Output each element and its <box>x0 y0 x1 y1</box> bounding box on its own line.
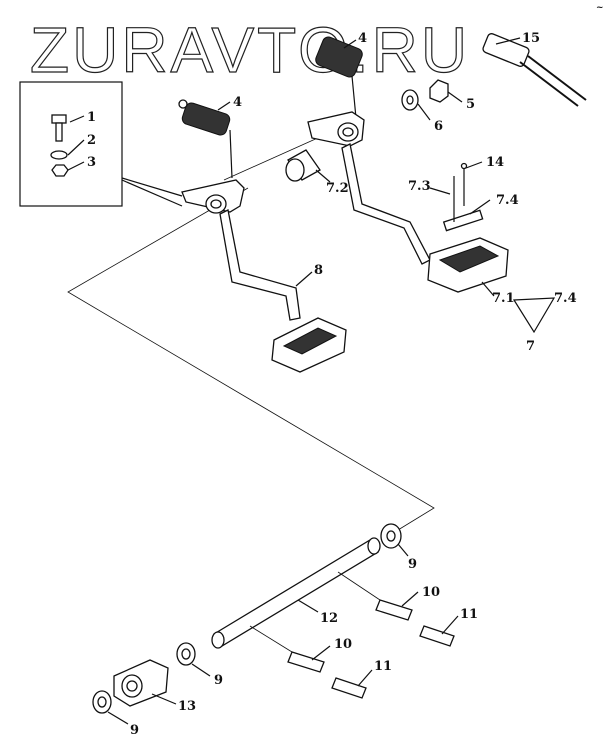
washer-icon <box>50 150 68 160</box>
watermark-text: ZURAVTO.RU <box>30 14 470 86</box>
callout-12: 12 <box>320 611 338 626</box>
cross-shaft <box>211 537 381 649</box>
callout-11-bottom: 11 <box>374 659 392 674</box>
pin-11a-icon <box>419 625 455 647</box>
callout-10-top: 10 <box>422 585 440 600</box>
washer-9c-icon <box>92 690 112 714</box>
callout-14: 14 <box>486 155 504 170</box>
spring-right-icon <box>315 36 363 119</box>
callout-4-left: 4 <box>233 95 242 110</box>
callout-7-3: 7.3 <box>408 179 431 194</box>
leader-lines <box>67 37 521 725</box>
callout-6: 6 <box>434 119 443 134</box>
part-15-icon <box>482 33 587 107</box>
washer-9a-icon <box>380 523 402 549</box>
pin-10a-icon <box>375 599 413 621</box>
assembly-guide-line <box>67 187 435 531</box>
lever-13-icon <box>113 659 169 707</box>
callout-4-right: 4 <box>358 31 367 46</box>
grouping-triangle <box>512 297 556 334</box>
callout-7: 7 <box>526 339 535 354</box>
pin-11b-icon <box>331 677 367 699</box>
callout-7-2: 7.2 <box>326 181 349 196</box>
callout-9-top: 9 <box>408 557 417 572</box>
callout-8: 8 <box>314 263 323 278</box>
clutch-pedal <box>307 111 509 293</box>
callout-2: 2 <box>87 133 96 148</box>
callout-9-middle: 9 <box>214 673 223 688</box>
callout-13: 13 <box>178 699 196 714</box>
fastener-inset <box>19 81 183 207</box>
washer-9b-icon <box>176 642 196 666</box>
nut-icon <box>51 164 69 177</box>
callout-11-top: 11 <box>460 607 478 622</box>
callout-5: 5 <box>466 97 475 112</box>
callout-7-1: 7.1 <box>492 291 515 306</box>
corner-mark: ~ <box>596 3 604 13</box>
callout-7-4-top: 7.4 <box>496 193 519 208</box>
spring-left-icon <box>178 99 233 179</box>
bushing-icon <box>285 149 321 182</box>
brake-pedal <box>181 179 347 373</box>
bolt-icon <box>51 114 67 142</box>
callout-1: 1 <box>87 110 96 125</box>
callout-10-bottom: 10 <box>334 637 352 652</box>
callout-9-bottom: 9 <box>130 723 139 738</box>
callout-15: 15 <box>522 31 540 46</box>
nut-5-icon <box>429 79 449 103</box>
callout-3: 3 <box>87 155 96 170</box>
callout-7-4-right: 7.4 <box>554 291 577 306</box>
